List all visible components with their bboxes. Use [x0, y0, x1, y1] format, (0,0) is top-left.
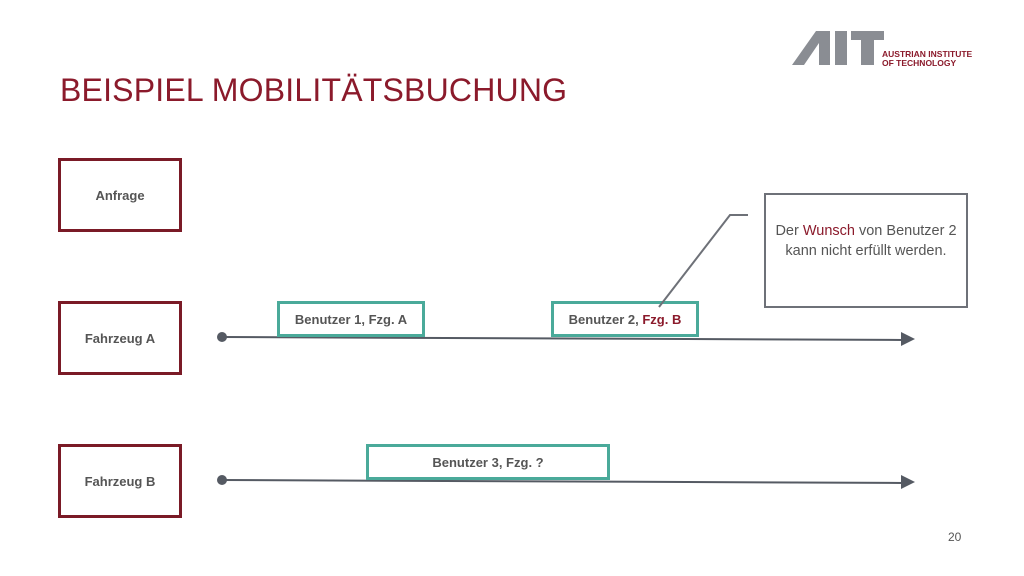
lane-vehicle-b-box: Fahrzeug B — [58, 444, 182, 518]
booking-user-2-prefix: Benutzer 2, — [568, 311, 643, 327]
logo-line-2: OF TECHNOLOGY — [882, 58, 957, 68]
lane-vehicle-a-label: Fahrzeug A — [84, 330, 156, 346]
lane-request-box: Anfrage — [58, 158, 182, 232]
callout-box: Der Wunsch von Benutzer 2 kann nicht erf… — [764, 193, 968, 308]
logo-wordmark: AUSTRIAN INSTITUTE OF TECHNOLOGY — [882, 50, 972, 68]
lane-request-label: Anfrage — [95, 187, 145, 203]
timeline-b-arrowhead — [901, 475, 915, 489]
logo-line-1: AUSTRIAN INSTITUTE — [882, 49, 973, 59]
slide-title: BEISPIEL MOBILITÄTSBUCHUNG — [60, 72, 568, 108]
timeline-a-arrowhead — [901, 332, 915, 346]
callout-text-1: Der — [775, 223, 803, 239]
booking-user-2-vehicle: Fzg. B — [642, 311, 682, 327]
booking-user-1-label: Benutzer 1, Fzg. A — [294, 311, 408, 327]
page-number: 20 — [948, 530, 962, 544]
booking-user-3-label: Benutzer 3, Fzg. ? — [432, 454, 544, 470]
callout-text-2: von Benutzer 2 kann nicht erfüllt werden… — [785, 223, 957, 259]
lane-vehicle-a-box: Fahrzeug A — [58, 301, 182, 375]
ait-logo — [792, 31, 884, 65]
callout-highlight: Wunsch — [802, 223, 855, 239]
booking-user-3: Benutzer 3, Fzg. ? — [366, 444, 610, 480]
lane-vehicle-b-label: Fahrzeug B — [84, 473, 156, 489]
booking-user-2: Benutzer 2, Fzg. B — [551, 301, 699, 337]
booking-user-1: Benutzer 1, Fzg. A — [277, 301, 425, 337]
